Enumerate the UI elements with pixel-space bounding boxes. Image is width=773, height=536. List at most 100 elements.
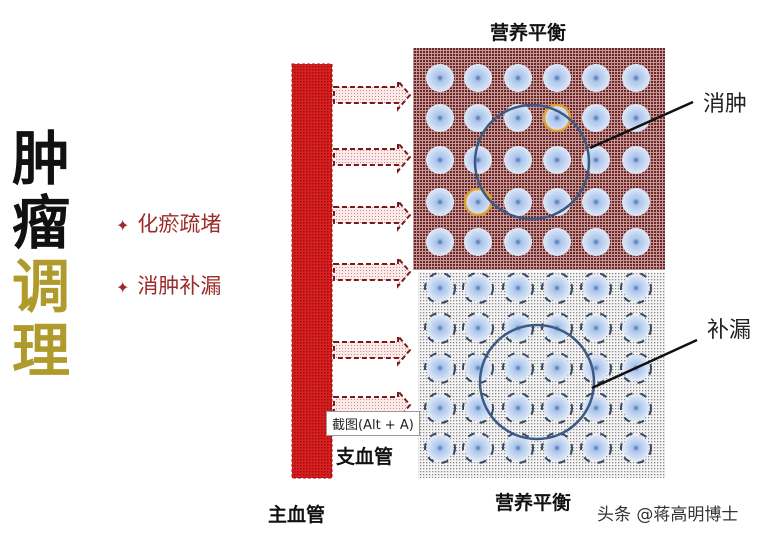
repaired-cell xyxy=(623,395,649,421)
tumor-cell xyxy=(504,228,532,256)
cell-membrane-dashed xyxy=(462,312,494,344)
repaired-cell xyxy=(465,275,491,301)
repaired-cell xyxy=(505,355,531,381)
repaired-cell xyxy=(544,355,570,381)
cell-membrane-dashed xyxy=(541,432,573,464)
repaired-cell xyxy=(544,275,570,301)
tumor-cell xyxy=(543,228,571,256)
cell-membrane-dashed xyxy=(580,312,612,344)
tumor-cell xyxy=(504,104,532,132)
star-icon: ✦ xyxy=(116,216,130,235)
tumor-cell xyxy=(582,228,610,256)
repaired-cell xyxy=(623,275,649,301)
title-char-2: 瘤 xyxy=(12,189,71,257)
repaired-cell xyxy=(465,355,491,381)
tumor-cell xyxy=(622,188,650,216)
tumor-cell xyxy=(504,146,532,174)
cell-membrane-dashed xyxy=(502,352,534,384)
tumor-cell xyxy=(582,146,610,174)
swelling-highlight-circle xyxy=(473,103,591,221)
repaired-cell xyxy=(623,315,649,341)
top-title: 营养平衡 xyxy=(490,22,567,44)
cell-membrane-dashed xyxy=(424,312,456,344)
cell-membrane-dashed xyxy=(541,392,573,424)
leak-pointer-line xyxy=(591,338,698,390)
tumor-cell xyxy=(543,146,571,174)
repaired-cell xyxy=(427,315,453,341)
repaired-cell xyxy=(544,435,570,461)
star-icon: ✦ xyxy=(116,278,130,297)
repaired-cell xyxy=(427,435,453,461)
cell-membrane-dashed xyxy=(580,352,612,384)
title-char-4: 理 xyxy=(12,317,71,385)
repaired-cell xyxy=(544,395,570,421)
tumor-cell xyxy=(543,188,571,216)
cell-membrane-dashed xyxy=(502,312,534,344)
cell-membrane-dashed xyxy=(424,432,456,464)
cell-membrane-dashed xyxy=(620,272,652,304)
branch-arrow xyxy=(333,198,412,232)
main-vessel-label: 主血管 xyxy=(268,504,326,526)
branch-arrow xyxy=(333,333,412,367)
tumor-cell xyxy=(426,64,454,92)
tumor-cell xyxy=(504,188,532,216)
cell-membrane-dashed xyxy=(462,432,494,464)
cell-membrane-dashed xyxy=(424,272,456,304)
tumor-cell xyxy=(582,188,610,216)
tumor-cell xyxy=(464,104,492,132)
tumor-cell xyxy=(543,64,571,92)
tumor-cell xyxy=(622,64,650,92)
title-char-3: 调 xyxy=(12,253,71,321)
tumor-cell xyxy=(426,146,454,174)
cell-membrane-dashed xyxy=(580,392,612,424)
cell-membrane-dashed xyxy=(541,352,573,384)
repaired-cell xyxy=(427,355,453,381)
swelling-label: 消肿 xyxy=(703,92,748,117)
branch-arrow xyxy=(333,140,412,174)
leak-highlight-circle xyxy=(478,323,596,441)
cell-membrane-dashed xyxy=(580,432,612,464)
cell-membrane-dashed xyxy=(620,392,652,424)
repaired-cell xyxy=(583,315,609,341)
cell-membrane-dashed xyxy=(620,352,652,384)
tumor-cell xyxy=(543,104,571,132)
screenshot-tooltip: 截图(Alt + A) xyxy=(326,411,420,436)
repaired-cell xyxy=(505,275,531,301)
branch-vessel-label: 支血管 xyxy=(336,446,394,468)
repaired-cell xyxy=(465,435,491,461)
cell-membrane-dashed xyxy=(502,432,534,464)
cell-membrane-dashed xyxy=(462,272,494,304)
tumor-cell xyxy=(426,188,454,216)
repaired-cell xyxy=(583,275,609,301)
repaired-cell xyxy=(623,435,649,461)
tumor-cell xyxy=(622,146,650,174)
cell-membrane-dashed xyxy=(462,352,494,384)
repaired-cell xyxy=(505,435,531,461)
cell-membrane-dashed xyxy=(620,432,652,464)
bottom-title: 营养平衡 xyxy=(495,492,572,514)
cell-membrane-dashed xyxy=(541,312,573,344)
tumor-cell xyxy=(464,228,492,256)
leak-label: 补漏 xyxy=(707,318,752,343)
branch-arrow xyxy=(333,255,412,289)
cell-membrane-dashed xyxy=(502,272,534,304)
bullet-text: 消肿补漏 xyxy=(137,274,222,298)
main-vessel xyxy=(291,63,333,479)
cell-membrane-dashed xyxy=(424,352,456,384)
watermark: 头条 @蒋高明博士 xyxy=(597,505,739,525)
tumor-cell xyxy=(464,64,492,92)
bullet-item: ✦ 消肿补漏 xyxy=(116,270,221,300)
tumor-cell xyxy=(464,146,492,174)
swelling-pointer-line xyxy=(589,100,694,150)
cell-membrane-dashed xyxy=(580,272,612,304)
repaired-cell xyxy=(505,395,531,421)
repaired-cell xyxy=(465,315,491,341)
tumor-cell xyxy=(582,64,610,92)
title-char-1: 肿 xyxy=(12,125,71,193)
repaired-cell xyxy=(427,395,453,421)
cell-membrane-dashed xyxy=(620,312,652,344)
tumor-cell xyxy=(426,228,454,256)
cell-membrane-dashed xyxy=(424,392,456,424)
repaired-cell xyxy=(583,435,609,461)
